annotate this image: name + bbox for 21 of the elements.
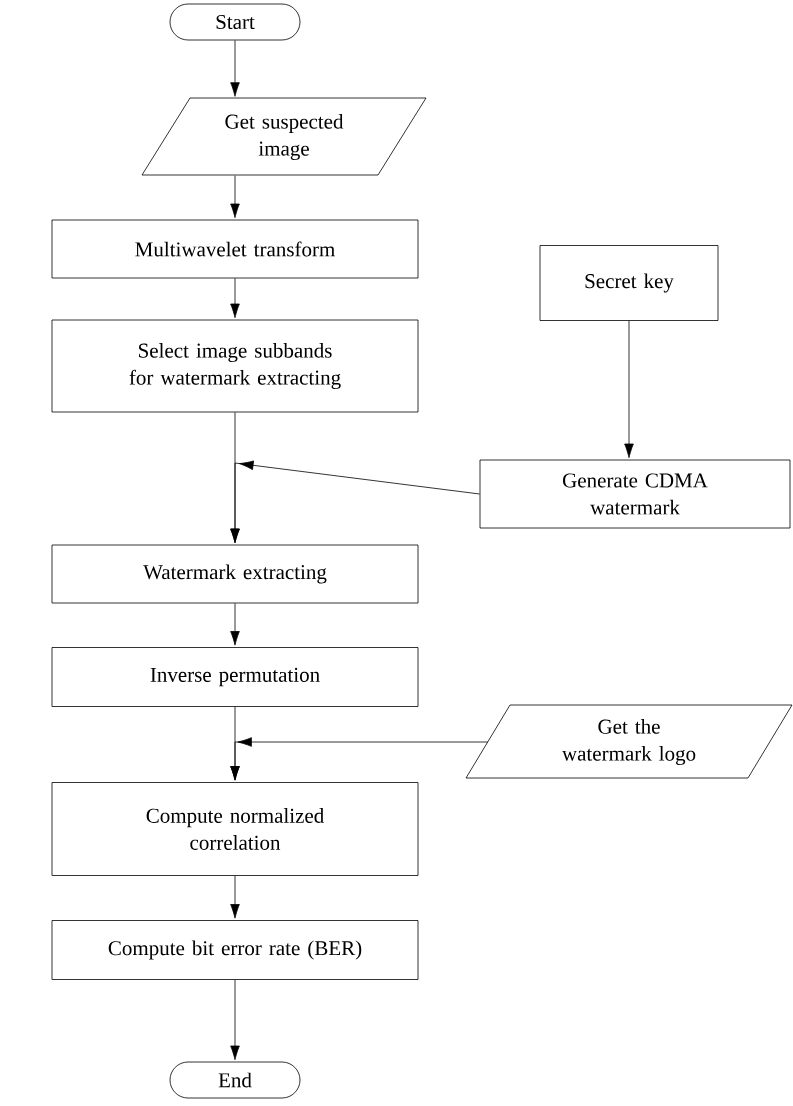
process-box: Multiwavelet transform	[51, 219, 419, 279]
process-box: Compute bit error rate (BER)	[51, 920, 419, 980]
arrow	[230, 979, 240, 1061]
terminal-box: End	[169, 1061, 301, 1099]
process-box: Compute normalized correlation	[51, 782, 419, 876]
process-box: Inverse permutation	[51, 647, 419, 707]
process-box: Select image subbands for watermark extracting	[51, 319, 419, 413]
arrow	[624, 320, 634, 459]
arrow	[230, 603, 240, 646]
arrow	[230, 460, 480, 544]
process-box: Watermark extracting	[51, 544, 419, 604]
terminal-box: Start	[169, 3, 301, 41]
arrow	[230, 40, 240, 97]
arrow	[230, 737, 489, 781]
arrow	[230, 175, 240, 219]
arrow	[230, 875, 240, 919]
process-box: Secret key	[539, 245, 719, 321]
arrow	[230, 278, 240, 319]
input-parallelogram: Get the watermark logo	[465, 704, 793, 779]
input-parallelogram: Get suspected image	[141, 97, 427, 176]
process-box: Generate CDMA watermark	[479, 459, 791, 529]
